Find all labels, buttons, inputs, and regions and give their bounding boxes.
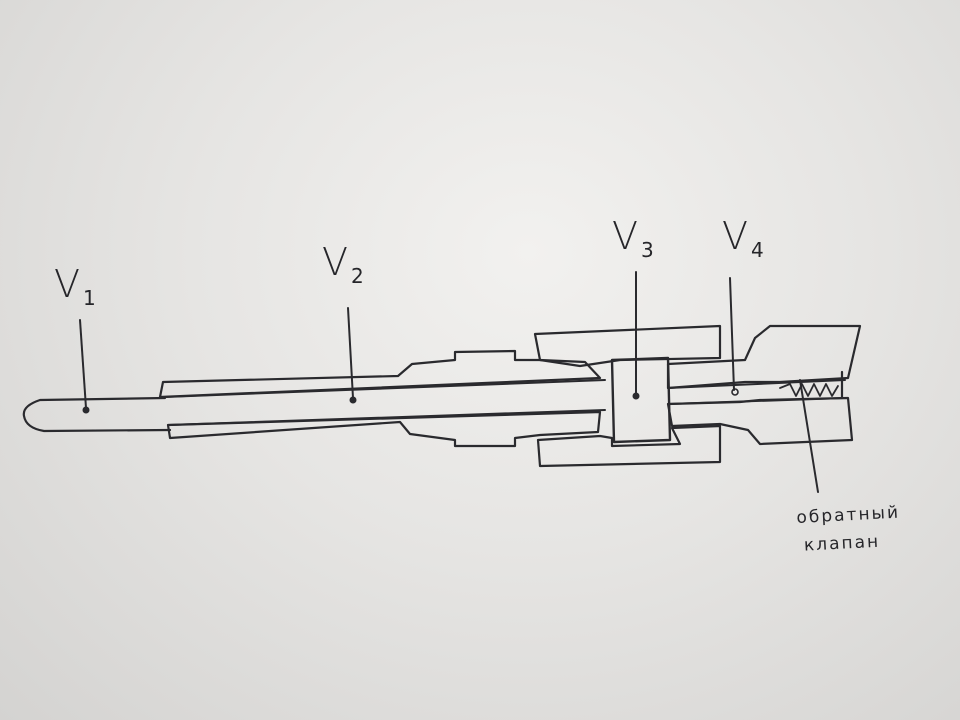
- housing-lower: [536, 424, 722, 468]
- outlet-lower-wall: [666, 396, 854, 446]
- check-valve-note: обратный клапан: [796, 503, 902, 556]
- check-valve-spring: [779, 383, 839, 397]
- probe-tip: [22, 396, 172, 433]
- leader-check-valve: [799, 379, 819, 493]
- tube-lower-wall: [166, 410, 602, 448]
- tube-bore: [164, 379, 606, 426]
- outlet-bore: [667, 379, 846, 405]
- check-valve-note-line1: обратный: [796, 502, 901, 528]
- tube-upper-wall: [158, 349, 602, 399]
- chamber: [610, 356, 672, 444]
- leader-v3: [632, 271, 640, 400]
- outlet-upper-wall: [666, 324, 862, 390]
- leader-v1: [79, 319, 90, 414]
- leader-v4: [729, 277, 739, 396]
- leader-v2: [347, 307, 357, 404]
